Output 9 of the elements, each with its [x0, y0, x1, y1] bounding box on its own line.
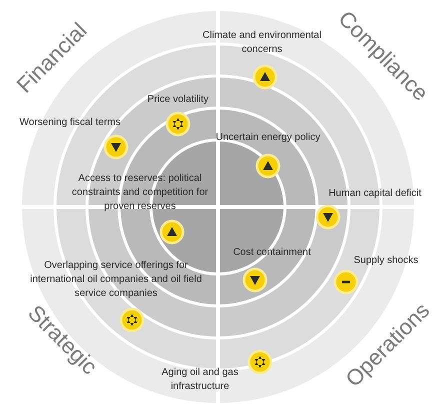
risk-label: Uncertain energy policy: [214, 131, 322, 145]
risk-label: Human capital deficit: [328, 187, 422, 201]
risk-label: Overlapping service offerings for international oil companies and oil field service companies: [29, 259, 203, 301]
risk-label: Aging oil and gas infrastructure: [160, 366, 240, 394]
risk-label: Worsening fiscal terms: [18, 116, 122, 130]
risk-label: Price volatility: [146, 93, 210, 107]
risk-label: Cost containment: [232, 246, 312, 260]
risk-label: Supply shocks: [352, 254, 420, 268]
risk-label: Climate and environmental concerns: [202, 29, 322, 57]
